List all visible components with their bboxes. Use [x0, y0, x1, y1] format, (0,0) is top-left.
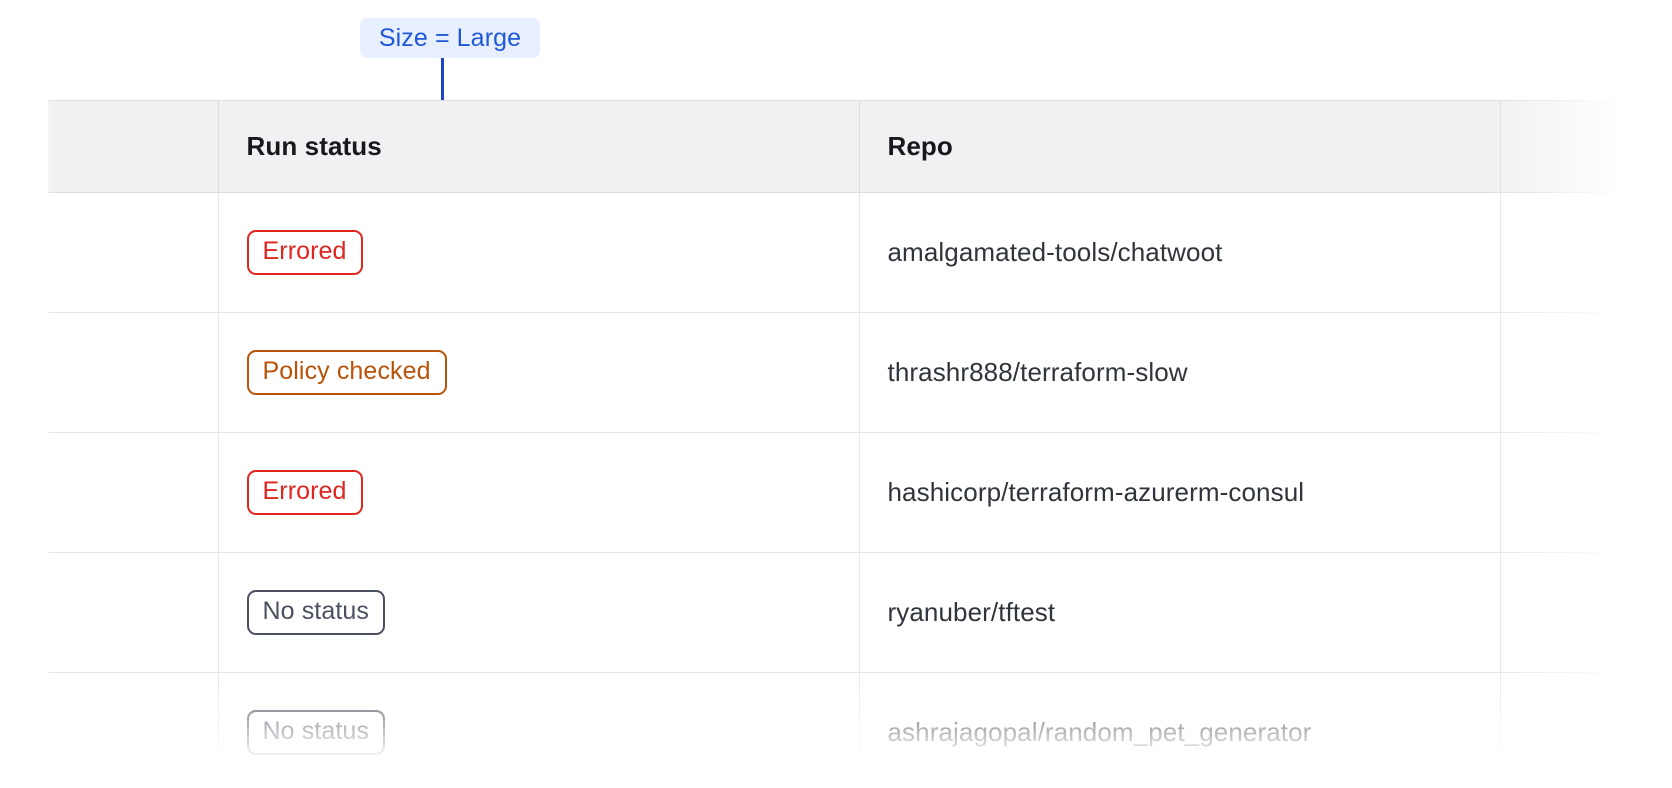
status-badge[interactable]: Errored — [246, 230, 363, 275]
table-row[interactable]: Errored amalgamated-tools/chatwoot — [48, 192, 1672, 313]
status-badge[interactable]: No status — [246, 710, 386, 755]
status-badge[interactable]: Errored — [246, 470, 363, 515]
cell-extra — [1500, 192, 1672, 313]
table-header: Run status Repo — [48, 100, 1672, 193]
cell-run-status: No status — [218, 552, 860, 673]
cell-extra — [1500, 552, 1672, 673]
cell-spacer — [48, 672, 219, 788]
cell-extra — [1500, 312, 1672, 433]
cell-extra — [1500, 672, 1672, 788]
column-header-repo[interactable]: Repo — [859, 100, 1501, 193]
cell-run-status: Errored — [218, 432, 860, 553]
column-header-extra — [1500, 100, 1672, 193]
cell-repo[interactable]: thrashr888/terraform-slow — [859, 312, 1501, 433]
table-row[interactable]: No status ryanuber/tftest — [48, 552, 1672, 673]
cell-run-status: Errored — [218, 192, 860, 313]
cell-spacer — [48, 432, 219, 553]
cell-extra — [1500, 432, 1672, 553]
column-header-spacer — [48, 100, 219, 193]
cell-repo[interactable]: ashrajagopal/random_pet_generator — [859, 672, 1501, 788]
cell-spacer — [48, 312, 219, 433]
cell-repo[interactable]: hashicorp/terraform-azurerm-consul — [859, 432, 1501, 553]
table-row[interactable]: Policy checked thrashr888/terraform-slow — [48, 312, 1672, 433]
runs-table-container: Run status Repo Errored amalgamated-tools… — [0, 100, 1672, 788]
column-header-run-status[interactable]: Run status — [218, 100, 860, 193]
runs-table: Run status Repo Errored amalgamated-tools… — [48, 100, 1672, 788]
status-badge[interactable]: Policy checked — [246, 350, 447, 395]
cell-run-status: Policy checked — [218, 312, 860, 433]
cell-run-status: No status — [218, 672, 860, 788]
annotation-label: Size = Large — [378, 23, 522, 52]
status-badge[interactable]: No status — [246, 590, 386, 635]
annotation-callout: Size = Large — [360, 18, 540, 58]
table-row[interactable]: No status ashrajagopal/random_pet_generat… — [48, 672, 1672, 788]
table-row[interactable]: Errored hashicorp/terraform-azurerm-consu… — [48, 432, 1672, 553]
cell-spacer — [48, 552, 219, 673]
cell-repo[interactable]: ryanuber/tftest — [859, 552, 1501, 673]
cell-spacer — [48, 192, 219, 313]
table-header-row: Run status Repo — [48, 100, 1672, 193]
cell-repo[interactable]: amalgamated-tools/chatwoot — [859, 192, 1501, 313]
